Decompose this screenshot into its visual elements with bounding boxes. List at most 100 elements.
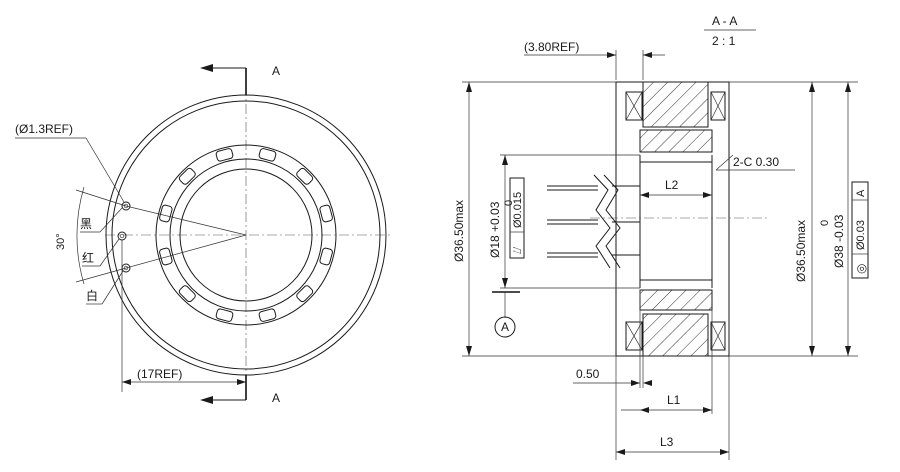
wire-hole-white-inner: [123, 265, 129, 271]
chamfer-label: 2-C 0.30: [733, 155, 779, 169]
corner-square-tl: [625, 91, 643, 121]
section-arrow-bottom-head: [200, 396, 213, 404]
stator-slot: [319, 247, 333, 266]
width-arrow-right: [237, 379, 246, 385]
stator-slot: [319, 204, 333, 223]
wire-label-black: 黑: [80, 217, 92, 231]
offset-arrow-right: [643, 52, 652, 58]
runout-frame: [509, 177, 525, 259]
corner-square-bl-x2: [625, 321, 643, 351]
datum-label: A: [501, 320, 509, 334]
corner-square-br-x2: [710, 321, 726, 351]
angle-ext-top: [75, 189, 127, 207]
hole-dia-leader: [85, 137, 125, 203]
section-title: A - A: [712, 14, 737, 28]
wire-hole-black: [121, 201, 131, 211]
concentricity-ref: A: [855, 189, 867, 197]
gap-arrow-left: [631, 380, 640, 386]
stator-slot: [215, 148, 234, 162]
inner-strip-top: [639, 129, 713, 153]
wire-leader-red: [99, 238, 120, 267]
angle-arc: [76, 186, 85, 285]
concentricity-symbol: ◎: [854, 264, 868, 274]
od-arrow-top-left: [466, 82, 472, 92]
radial-line-white: [125, 234, 247, 269]
l2-arrow-right: [703, 192, 712, 198]
l3-label: L3: [660, 435, 674, 449]
wire-hole-red-inner: [119, 233, 125, 239]
od-arrow-bottom-right: [809, 346, 815, 356]
od-arrow-bottom-left: [466, 346, 472, 356]
wire-hole-red: [117, 231, 127, 241]
outer-block-bottom: [642, 313, 709, 357]
stator-slot: [178, 285, 196, 303]
outer-block-top: [642, 81, 709, 128]
wire-label-red: 红: [82, 250, 94, 265]
rotor-bore: [179, 168, 313, 302]
gap-label: 0.50: [576, 367, 600, 381]
wire-break-2: [603, 174, 621, 269]
shaft-dia-label: Ø38 -0.03: [832, 214, 846, 268]
section-marker-top: A: [272, 64, 280, 78]
section-scale: 2 : 1: [712, 34, 736, 48]
angle-ext-bottom: [75, 267, 127, 283]
l1-arrow-right: [703, 407, 712, 413]
right-view: A - A 2 : 1 (3.80REF): [452, 14, 869, 460]
section-arrow-top-head: [200, 64, 213, 72]
outer-dia-right-label: Ø36.50max: [794, 220, 808, 282]
stator-inner: [169, 158, 323, 312]
angle-label: 30°: [55, 233, 67, 250]
wire-break-1: [593, 174, 611, 269]
l3-arrow-right: [720, 449, 729, 455]
stator-outer: [155, 144, 337, 326]
stator-slot: [178, 167, 196, 185]
concentricity-value: Ø0.03: [855, 220, 867, 250]
concentricity-frame: [851, 181, 869, 279]
stator-slot: [258, 308, 277, 322]
shaft-arrow-bottom: [845, 346, 851, 356]
outer-ring-inner-edge: [111, 100, 381, 370]
width-arrow-left: [122, 379, 131, 385]
id-arrow-bottom: [502, 278, 508, 288]
l2-label: L2: [665, 178, 679, 192]
stator-slot: [258, 148, 277, 162]
width-ref-label: (17REF): [137, 367, 182, 381]
inner-dia-label: Ø18 +0.03: [488, 201, 502, 258]
inner-dia-tol: 0: [503, 200, 515, 206]
offset-arrow-left: [607, 52, 616, 58]
stator-slots: [159, 148, 333, 322]
outer-dia-left-label: Ø36.50max: [452, 200, 466, 262]
stator-slot: [159, 247, 173, 266]
corner-square-br: [710, 321, 726, 351]
stator-slot: [296, 285, 314, 303]
hole-dia-ref-label: (Ø1.3REF): [15, 122, 73, 136]
stator-slot: [159, 204, 173, 223]
datum-circle: [494, 316, 516, 338]
outer-ring-edge: [105, 94, 387, 376]
stator-slot: [215, 308, 234, 322]
id-arrow-top: [502, 155, 508, 165]
l2-arrow-left: [640, 192, 649, 198]
radial-line-black: [125, 205, 247, 236]
od-arrow-top-right: [809, 82, 815, 92]
l1-arrow-left: [640, 407, 649, 413]
corner-square-bl: [625, 321, 643, 351]
wire-hole-black-inner: [123, 203, 129, 209]
chamfer-leader-diag: [715, 154, 734, 171]
wire-label-white: 白: [86, 288, 98, 303]
corner-square-tl-x2: [625, 91, 643, 121]
wire-leader-black: [99, 207, 123, 233]
corner-square-tr: [710, 91, 726, 121]
shaft-tol: 0: [819, 220, 831, 226]
inner-strip-bottom: [639, 289, 713, 311]
gap-arrow-right: [643, 380, 652, 386]
left-view: A A 30° (Ø1.3REF) 黑: [15, 64, 390, 405]
runout-symbol: ⌰: [512, 246, 524, 254]
section-marker-bottom: A: [272, 391, 280, 405]
l1-label: L1: [667, 393, 681, 407]
runout-value: Ø0.015: [512, 192, 524, 228]
corner-square-tr-x2: [710, 91, 726, 121]
l3-arrow-left: [616, 449, 625, 455]
shaft-arrow-top: [845, 82, 851, 92]
